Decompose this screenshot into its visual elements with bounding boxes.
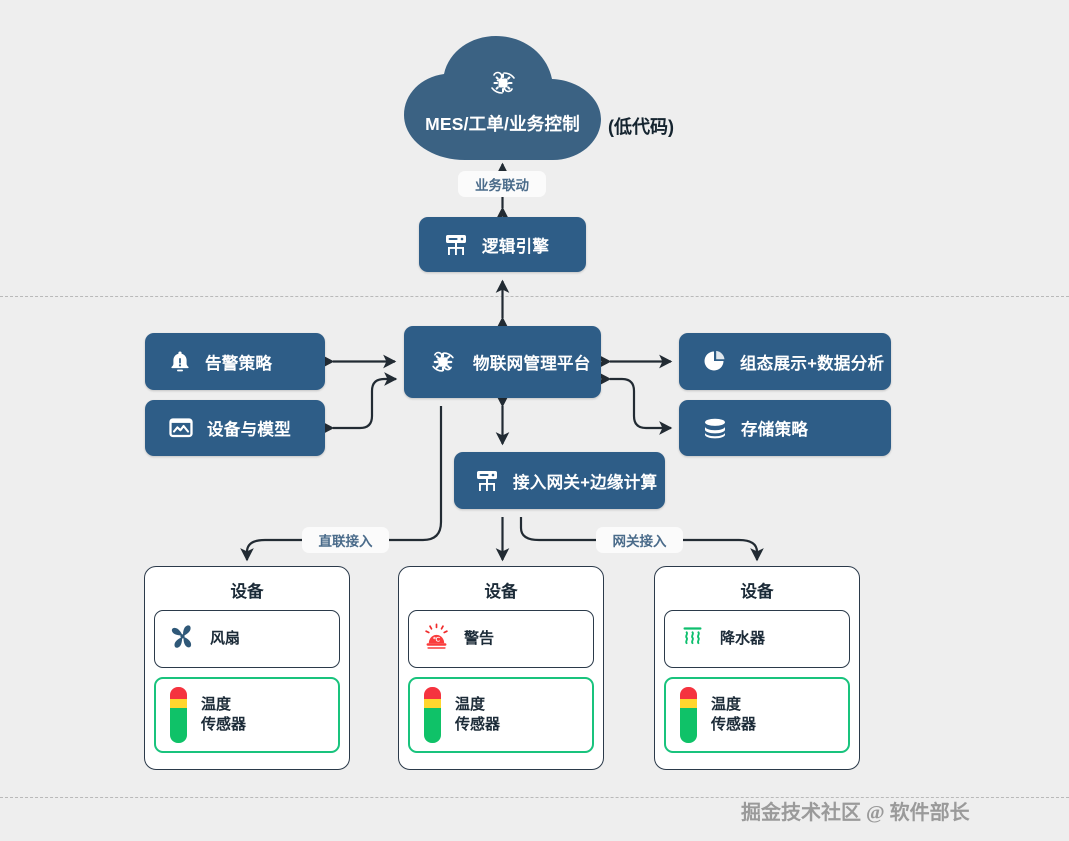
device-sensor-label-line2: 传感器 xyxy=(711,716,757,733)
device-sensor-label: 温度 传感器 xyxy=(201,695,246,736)
device-sensor-label-line2: 传感器 xyxy=(455,716,501,733)
iot-chip-icon xyxy=(426,345,460,379)
svg-text:℃: ℃ xyxy=(433,637,440,644)
temperature-gauge-icon xyxy=(680,687,697,743)
device-card[interactable]: 设备 风扇 温度 传感器 xyxy=(144,566,350,770)
fan-icon xyxy=(169,623,196,655)
lowcode-note: (低代码) xyxy=(608,117,674,137)
device-component-temperature-sensor[interactable]: 温度 传感器 xyxy=(664,677,850,753)
device-card[interactable]: 设备 降水器 温度 传感器 xyxy=(654,566,860,770)
node-alarm-policy-label: 告警策略 xyxy=(205,354,273,373)
node-logic-engine-label: 逻辑引擎 xyxy=(482,237,550,256)
watermark: 掘金技术社区 @ 软件部长 xyxy=(741,802,970,824)
device-sensor-label-line1: 温度 xyxy=(711,695,742,713)
node-access-gateway[interactable]: 接入网关+边缘计算 xyxy=(454,452,665,509)
bell-icon xyxy=(169,350,191,373)
node-iot-platform-label: 物联网管理平台 xyxy=(473,355,591,373)
node-iot-platform[interactable]: 物联网管理平台 xyxy=(404,326,601,398)
edge-devmodel-platform xyxy=(321,372,398,435)
node-access-gateway-label: 接入网关+边缘计算 xyxy=(513,473,658,492)
device-component-label: 降水器 xyxy=(720,629,766,647)
device-sensor-label-line1: 温度 xyxy=(201,695,232,713)
device-sensor-label-line2: 传感器 xyxy=(201,716,247,733)
node-device-model-label: 设备与模型 xyxy=(207,421,291,439)
node-storage-policy-label: 存储策略 xyxy=(741,421,809,439)
node-device-model[interactable]: 设备与模型 xyxy=(145,400,325,456)
gateway-server-icon xyxy=(443,233,469,257)
sprinkler-icon xyxy=(679,623,706,655)
node-storage-policy[interactable]: 存储策略 xyxy=(679,400,891,456)
alarm-siren-icon: ℃ xyxy=(423,623,450,655)
cloud-shape xyxy=(404,36,601,160)
temperature-gauge-icon xyxy=(170,687,187,743)
pie-chart-icon xyxy=(703,350,726,373)
device-component-temperature-sensor[interactable]: 温度 传感器 xyxy=(154,677,340,753)
layer-divider-bottom xyxy=(0,797,1069,798)
device-sensor-label: 温度 传感器 xyxy=(455,695,500,736)
device-component-fan[interactable]: 风扇 xyxy=(154,610,340,668)
temperature-gauge-icon xyxy=(424,687,441,743)
device-component-label: 风扇 xyxy=(210,629,241,647)
edge-label-business: 业务联动 xyxy=(458,171,546,197)
device-component-label: 警告 xyxy=(464,629,495,647)
edge-label-gateway-access: 网关接入 xyxy=(596,527,683,553)
device-model-icon xyxy=(169,417,193,439)
edge-platform-storage xyxy=(598,372,673,435)
database-icon xyxy=(703,418,727,439)
device-sensor-label: 温度 传感器 xyxy=(711,695,756,736)
device-card-title: 设备 xyxy=(484,583,518,601)
device-component-temperature-sensor[interactable]: 温度 传感器 xyxy=(408,677,594,753)
node-scada-analytics-label: 组态展示+数据分析 xyxy=(740,354,885,373)
device-component-sprinkler[interactable]: 降水器 xyxy=(664,610,850,668)
device-card-title: 设备 xyxy=(230,583,264,601)
device-sensor-label-line1: 温度 xyxy=(455,695,486,713)
cloud-label: MES/工单/业务控制 xyxy=(425,114,580,134)
iot-chip-icon xyxy=(491,71,515,94)
node-alarm-policy[interactable]: 告警策略 xyxy=(145,333,325,390)
node-scada-analytics[interactable]: 组态展示+数据分析 xyxy=(679,333,891,390)
edge-label-direct-access: 直联接入 xyxy=(302,527,389,553)
layer-divider-top xyxy=(0,296,1069,297)
device-component-alarm[interactable]: ℃ 警告 xyxy=(408,610,594,668)
node-logic-engine[interactable]: 逻辑引擎 xyxy=(419,217,586,272)
device-card[interactable]: 设备 ℃ 警告 温度 xyxy=(398,566,604,770)
device-card-title: 设备 xyxy=(740,583,774,601)
gateway-server-icon xyxy=(474,469,500,493)
